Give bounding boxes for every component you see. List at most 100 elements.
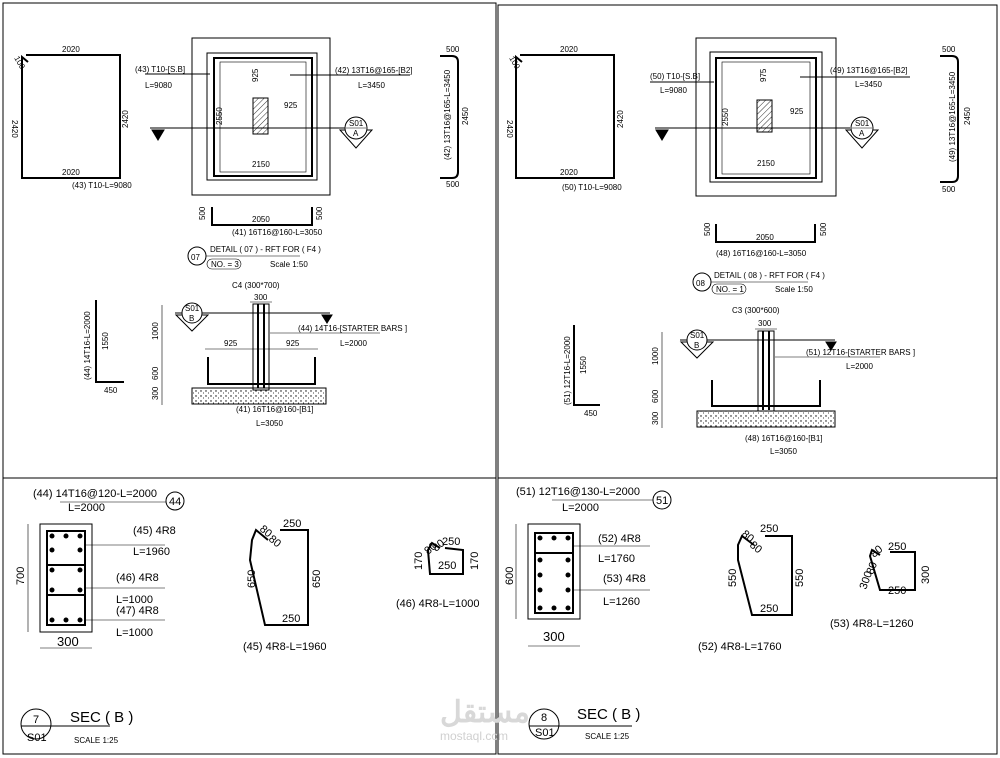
right-sec-stirrup bbox=[534, 532, 574, 614]
right-u-width: 2050 bbox=[756, 233, 774, 242]
right-dim-925: 925 bbox=[790, 107, 804, 116]
left-small-stirrup bbox=[426, 541, 464, 575]
right-section-letter: A bbox=[859, 129, 865, 138]
right-perimeter-bar bbox=[515, 54, 615, 179]
left-sec-w: 300 bbox=[57, 634, 79, 649]
right-sec-a: (52) 4R8 bbox=[598, 533, 641, 545]
left-panel-frame bbox=[2, 2, 497, 755]
right-callout-b2: L=3450 bbox=[855, 80, 882, 89]
left-l-bar-w: 450 bbox=[104, 386, 118, 395]
right-callout-a: (50) T10-[S.B] bbox=[650, 72, 700, 81]
right-l-bar bbox=[573, 325, 600, 406]
right-u-bar bbox=[715, 224, 816, 243]
right-section-tag: S01 bbox=[855, 119, 870, 128]
right-side-bot: 500 bbox=[942, 185, 956, 194]
left-dim-925b: 925 bbox=[284, 101, 298, 110]
right-stirrup-shape bbox=[737, 534, 793, 616]
right-col-blinding bbox=[696, 410, 836, 428]
left-sec-number-bubble bbox=[20, 708, 52, 740]
left-bar-hook-length: 100 bbox=[12, 55, 27, 72]
left-col-tag-letter: B bbox=[189, 314, 194, 323]
left-sec-tag: S01 bbox=[27, 732, 47, 744]
right-col-starter-l: L=2000 bbox=[846, 362, 873, 371]
right-sm-bot: 250 bbox=[888, 585, 906, 597]
right-sec-number-bubble bbox=[528, 708, 560, 740]
right-dim-2550: 2550 bbox=[721, 108, 730, 126]
right-sec-h: 600 bbox=[504, 567, 516, 585]
left-dim-2550: 2550 bbox=[215, 107, 224, 125]
left-dim-925a: 925 bbox=[251, 68, 260, 82]
left-side-top: 500 bbox=[446, 45, 460, 54]
right-footing-outline bbox=[695, 37, 837, 197]
right-bar-top-length: 2020 bbox=[560, 45, 578, 54]
right-l-bar-h: 1550 bbox=[579, 356, 588, 374]
right-column-body bbox=[757, 330, 775, 412]
right-bar-left-length: 2420 bbox=[505, 120, 514, 138]
left-callout-a: (43) T10-[S.B] bbox=[135, 65, 185, 74]
left-detail-number: 07 bbox=[191, 253, 200, 262]
left-column-stub bbox=[252, 97, 269, 135]
left-bar-right-length: 2420 bbox=[121, 110, 130, 128]
left-sm-right: 170 bbox=[469, 552, 481, 570]
right-stir-right: 550 bbox=[794, 569, 806, 587]
left-col-width: 300 bbox=[254, 293, 268, 302]
right-bar-bottom-length: 2020 bbox=[560, 168, 578, 177]
right-panel-frame bbox=[497, 4, 998, 755]
left-col-blinding bbox=[191, 387, 327, 405]
left-l-bar-h: 1550 bbox=[101, 332, 110, 350]
right-sm-right: 300 bbox=[920, 566, 932, 584]
left-col-bottom-l: L=3050 bbox=[256, 419, 283, 428]
left-bar-label: (43) T10-L=9080 bbox=[72, 181, 132, 190]
right-u-right: 500 bbox=[819, 222, 828, 236]
right-l-bar-label: (51) 12T16-L=2000 bbox=[563, 336, 572, 405]
left-u-width: 2050 bbox=[252, 215, 270, 224]
right-col-starter: (51) 12T16-[STARTER BARS ] bbox=[806, 348, 915, 357]
right-sm-hook2: 80 bbox=[865, 560, 880, 576]
left-perimeter-bar bbox=[21, 54, 121, 179]
left-section-letter: A bbox=[353, 129, 359, 138]
right-stir-bot: 250 bbox=[760, 603, 778, 615]
left-column-section: (44) 14T16@120-L=2000 L=2000 44 (45) 4R8… bbox=[15, 488, 481, 745]
left-stir-bot: 250 bbox=[282, 613, 300, 625]
left-col-arrow-icon bbox=[321, 314, 333, 324]
left-col-w925a: 925 bbox=[224, 339, 238, 348]
left-detail-title: DETAIL ( 07 ) - RFT FOR ( F4 ) bbox=[210, 245, 321, 254]
left-foundation-detail: 2020 2020 2420 2420 100 (43) T10-L=9080 … bbox=[10, 37, 470, 270]
right-col-tag-letter: B bbox=[694, 341, 699, 350]
left-sec-h: 700 bbox=[15, 567, 27, 585]
left-stir-top: 250 bbox=[283, 518, 301, 530]
right-sm-top: 250 bbox=[888, 541, 906, 553]
right-footing-inner bbox=[709, 51, 823, 183]
right-sec-b: (53) 4R8 bbox=[603, 573, 646, 585]
right-sec-title: SEC ( B ) bbox=[577, 706, 640, 723]
right-sec-scale: SCALE 1:25 bbox=[585, 732, 630, 741]
left-column-body bbox=[252, 303, 270, 391]
left-sm-top: 250 bbox=[442, 536, 460, 548]
right-sec-call-main: (51) 12T16@130-L=2000 bbox=[516, 486, 640, 498]
right-detail-title: DETAIL ( 08 ) - RFT FOR ( F4 ) bbox=[714, 271, 825, 280]
right-side-mid: 2450 bbox=[963, 107, 972, 125]
left-sec-stirrup bbox=[46, 530, 86, 626]
left-col-h1000: 1000 bbox=[151, 322, 160, 340]
right-col-bottom-l: L=3050 bbox=[770, 447, 797, 456]
left-footing-bars-2 bbox=[219, 61, 307, 173]
right-callout-b: (49) 13T16@165-[B2] bbox=[830, 66, 908, 75]
left-side-bot: 500 bbox=[446, 180, 460, 189]
left-detail-no: NO. = 3 bbox=[211, 260, 239, 269]
left-col-starter: (44) 14T16-[STARTER BARS ] bbox=[298, 324, 407, 333]
right-sec-b-l: L=1260 bbox=[603, 596, 640, 608]
left-side-label: (42) 13T16@165-L=3450 bbox=[443, 69, 452, 160]
right-callout-a2: L=9080 bbox=[660, 86, 687, 95]
right-section-arrow-icon bbox=[655, 129, 669, 141]
right-side-label: (49) 13T16@165-L=3450 bbox=[948, 71, 957, 162]
left-section-tag: S01 bbox=[349, 119, 364, 128]
right-col-title: C3 (300*600) bbox=[732, 306, 780, 315]
right-col-arrow-icon bbox=[825, 341, 837, 351]
left-bar-left-length: 2420 bbox=[10, 120, 19, 138]
left-dim-2150: 2150 bbox=[252, 160, 270, 169]
left-u-left: 500 bbox=[198, 206, 207, 220]
watermark-logo: مستقل bbox=[440, 696, 530, 729]
left-sec-outline bbox=[39, 523, 93, 633]
left-sec-call-main-l: L=2000 bbox=[68, 502, 105, 514]
left-callout-b: (42) 13T16@165-[B2] bbox=[335, 66, 413, 75]
